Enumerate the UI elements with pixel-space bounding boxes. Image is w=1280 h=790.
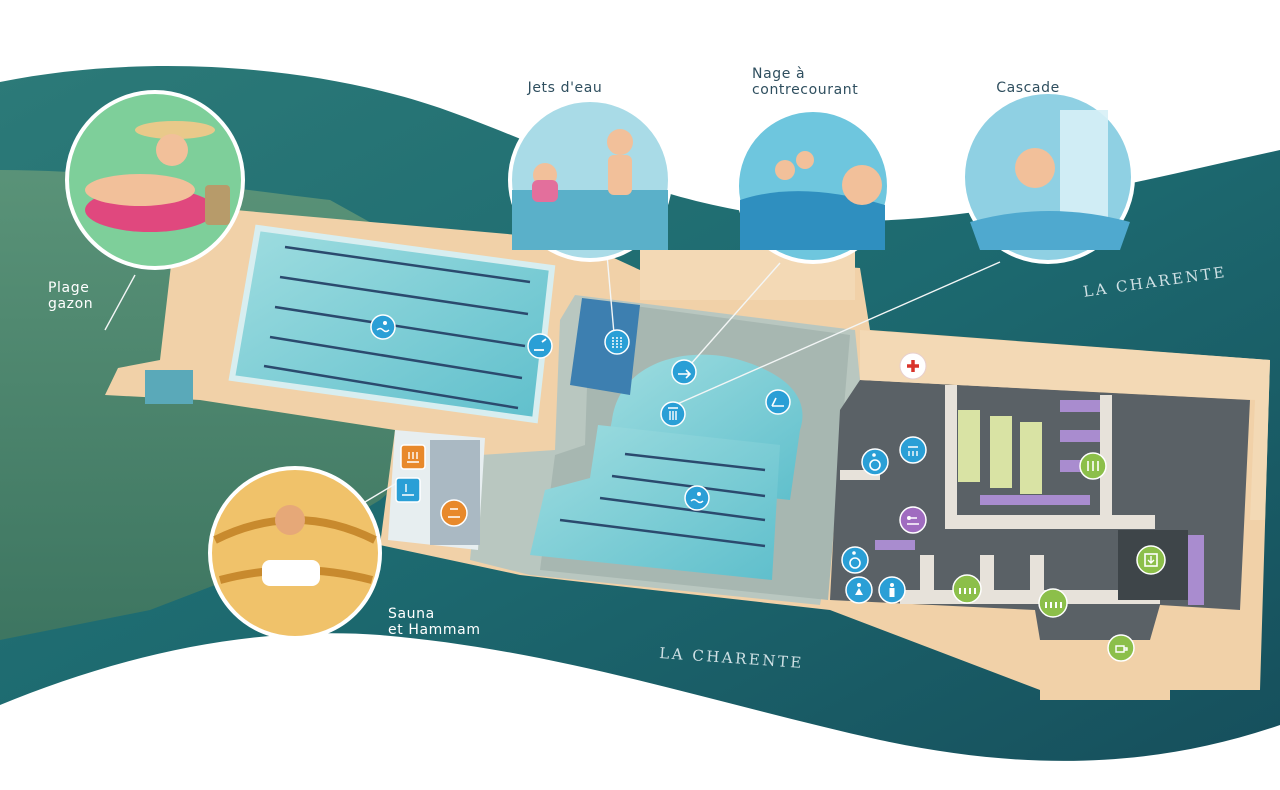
infirmary bbox=[860, 330, 1270, 520]
sauna-label-line2: et Hammam bbox=[388, 622, 481, 638]
deck-annex bbox=[1040, 630, 1170, 700]
group-changing-icon bbox=[952, 574, 982, 604]
water-jets-illustration bbox=[508, 98, 672, 262]
first-aid-icon bbox=[899, 352, 927, 380]
waterfall-illustration bbox=[961, 90, 1135, 264]
sauna-illustration bbox=[208, 466, 382, 640]
lockers bbox=[958, 410, 1042, 494]
lounger-icon bbox=[765, 389, 791, 415]
lane-lines bbox=[263, 245, 531, 410]
jets-label: Jets d'eau bbox=[515, 80, 615, 96]
sauna-label-line1: Sauna bbox=[388, 606, 435, 622]
counter-current-illustration bbox=[735, 108, 891, 264]
entrance-icon bbox=[1136, 545, 1166, 575]
woman-icon bbox=[845, 576, 873, 604]
wheelchair-icon bbox=[861, 448, 889, 476]
shower-icon bbox=[899, 436, 927, 464]
wheelchair-icon bbox=[841, 546, 869, 574]
paddling-pool bbox=[145, 370, 193, 404]
waterfall-icon bbox=[660, 401, 686, 427]
cafe-icon bbox=[1107, 634, 1135, 662]
counter-current-label-line1: Nage à bbox=[752, 66, 806, 82]
sauna-icon bbox=[400, 444, 426, 470]
lawn-label-line2: gazon bbox=[48, 296, 94, 312]
lawn-illustration bbox=[65, 90, 245, 270]
relax-icon bbox=[440, 499, 468, 527]
counter-current-label-line2: contrecourant bbox=[752, 82, 859, 98]
lane-lines bbox=[559, 452, 766, 548]
lockers-icon bbox=[1079, 452, 1107, 480]
man-icon bbox=[878, 576, 906, 604]
cascade-label: Cascade bbox=[978, 80, 1078, 96]
sauna-room bbox=[430, 440, 480, 545]
water-jets-icon bbox=[604, 329, 630, 355]
swimmer-icon bbox=[684, 485, 710, 511]
diving-icon bbox=[527, 333, 553, 359]
sauna-label: Sauna et Hammam bbox=[388, 606, 481, 638]
cascade-label-text: Cascade bbox=[996, 80, 1060, 96]
lawn-label: Plage gazon bbox=[48, 280, 93, 312]
cabins bbox=[875, 400, 1204, 605]
group-changing-icon bbox=[1038, 588, 1068, 618]
lawn-label-line1: Plage bbox=[48, 280, 90, 296]
jets-label-text: Jets d'eau bbox=[527, 80, 603, 96]
counter-current-icon bbox=[671, 359, 697, 385]
baby-change-icon bbox=[899, 506, 927, 534]
hammam-icon bbox=[395, 477, 421, 503]
jets-pool bbox=[570, 298, 640, 395]
counter-current-label: Nage à contrecourant bbox=[752, 66, 912, 98]
swimmer-icon bbox=[370, 314, 396, 340]
